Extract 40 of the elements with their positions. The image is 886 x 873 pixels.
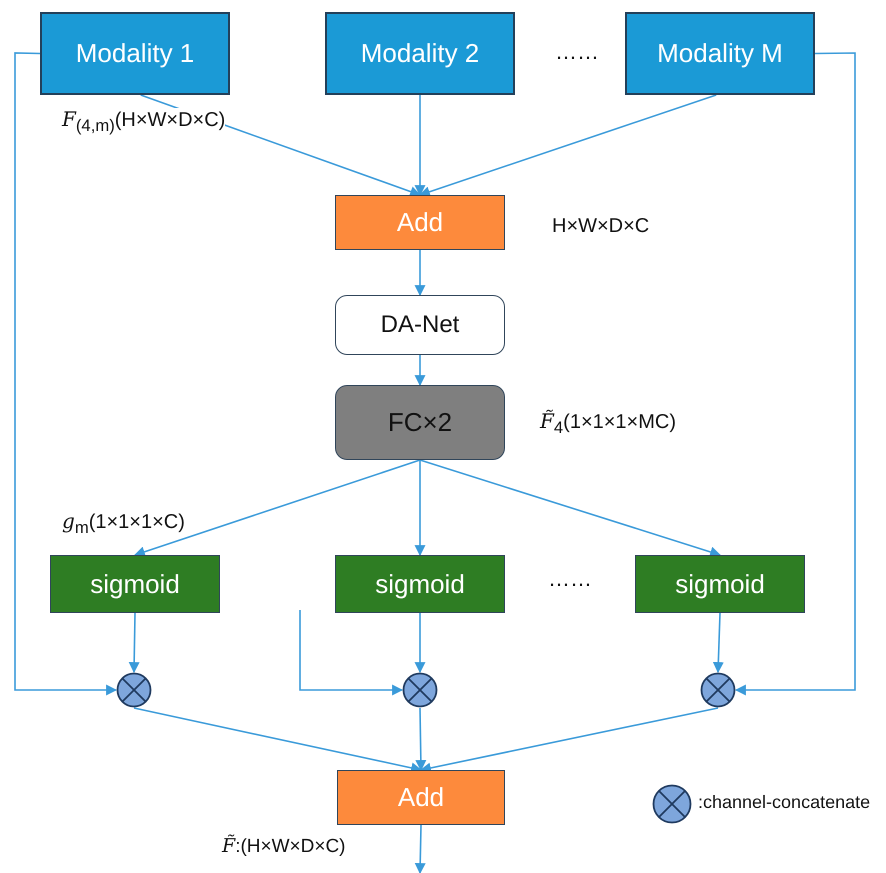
process-box: [335, 385, 505, 460]
box-label: sigmoid: [375, 568, 465, 600]
arrow: [414, 824, 426, 873]
arrow: [415, 708, 426, 772]
arrow: [418, 94, 716, 198]
arrow: [712, 612, 724, 674]
arrow: [128, 612, 140, 674]
box-label: Modality 2: [360, 38, 480, 69]
box-label: Add: [396, 207, 444, 238]
box-label: DA-Net: [380, 311, 460, 339]
arrow: [734, 52, 856, 696]
concatenate-symbol: [402, 672, 438, 708]
arrow: [414, 250, 426, 296]
input-box: [625, 12, 815, 95]
box-label: Add: [398, 782, 444, 813]
operation-box: [337, 770, 505, 825]
arrow: [414, 95, 426, 196]
box-label: sigmoid: [90, 568, 180, 600]
input-box: [325, 12, 515, 95]
activation-box: [635, 555, 805, 613]
arrow: [299, 610, 404, 696]
process-box: [335, 295, 505, 355]
activation-box: [335, 555, 505, 613]
box-label: sigmoid: [675, 568, 765, 600]
arrow: [414, 613, 426, 674]
concatenate-symbol: [700, 672, 736, 708]
dimension-annotation: F̃:(H×W×D×C): [222, 836, 346, 858]
box-label: Modality 1: [76, 38, 194, 69]
concatenate-symbol: [116, 672, 152, 708]
arrow: [134, 459, 420, 558]
arrow: [14, 52, 118, 696]
arrow: [414, 460, 426, 556]
arrow: [414, 355, 426, 386]
arrow: [420, 459, 722, 558]
box-label: Modality M: [657, 38, 783, 69]
operation-box: [335, 195, 505, 250]
box-label: FC×2: [388, 407, 452, 438]
dimension-annotation: F$_{(4,m)}$(H×W×D×C): [62, 108, 226, 136]
input-box: [40, 12, 230, 95]
activation-box: [50, 555, 220, 613]
